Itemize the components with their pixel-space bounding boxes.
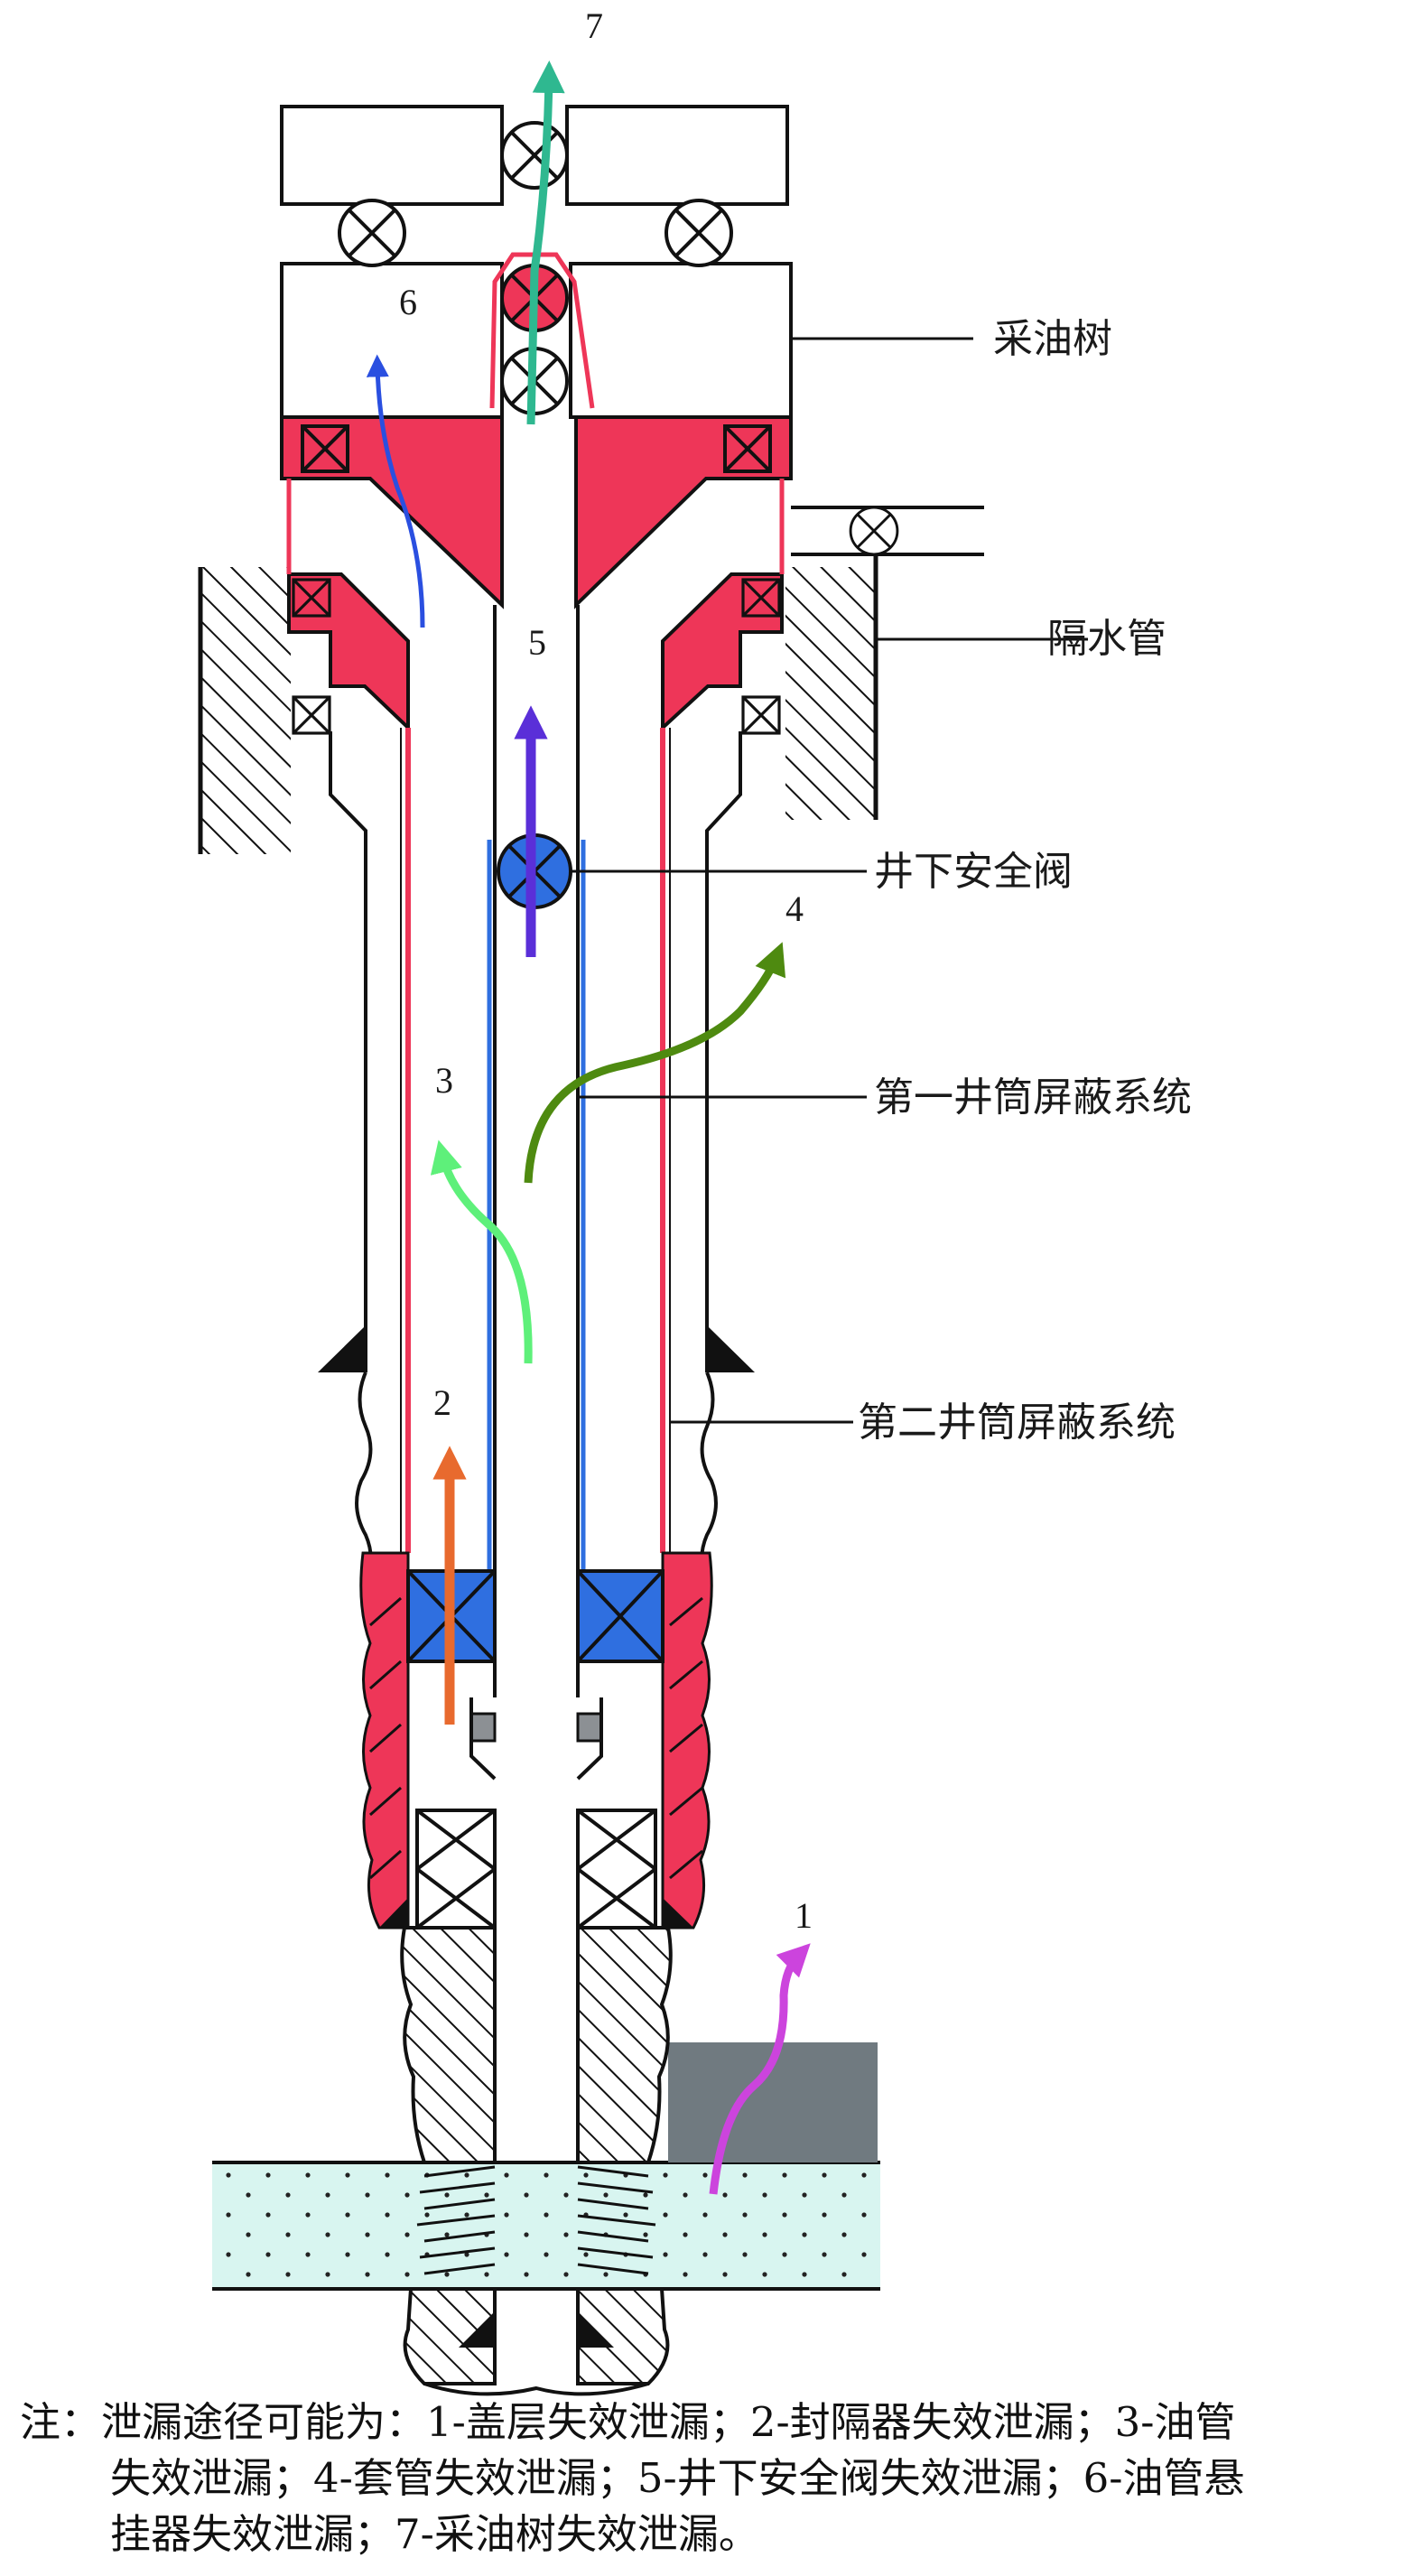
tubing-hanger (280, 415, 793, 609)
note-line-3: 挂器失效泄漏；7-采油树失效泄漏。 (110, 2510, 759, 2558)
leak-path-6-arrow (366, 354, 425, 628)
leak-path-2-number: 2 (433, 1382, 451, 1423)
leak-path-4-number: 4 (785, 888, 804, 929)
label-riser: 隔水管 (1047, 616, 1166, 662)
leak-path-3-number: 3 (435, 1060, 453, 1101)
leak-path-1-number: 1 (795, 1895, 813, 1936)
riser-wall (198, 542, 878, 854)
leak-path-7-number: 7 (585, 5, 603, 46)
leak-path-5-number: 5 (528, 622, 546, 663)
tubing-string (487, 605, 586, 1697)
landing-nipple (469, 1697, 603, 1781)
label-second-barrier: 第二井筒屏蔽系统 (858, 1400, 1176, 1446)
note-line-1: 注：泄漏途径可能为：1-盖层失效泄漏；2-封隔器失效泄漏；3-油管 (20, 2398, 1236, 2446)
leak-path-1-arrow (709, 1943, 811, 2195)
leak-path-4-arrow (524, 942, 786, 1184)
label-first-barrier: 第一井筒屏蔽系统 (874, 1074, 1192, 1121)
liner-hatched (400, 1926, 673, 2164)
well-bottom (403, 2287, 670, 2396)
note-line-2: 失效泄漏；4-套管失效泄漏；5-井下安全阀失效泄漏；6-油管悬 (110, 2454, 1245, 2502)
perforations (416, 2165, 656, 2275)
label-christmas-tree: 采油树 (993, 316, 1112, 362)
leak-path-3-arrow (430, 1139, 533, 1364)
figure-note: 注：泄漏途径可能为：1-盖层失效泄漏；2-封隔器失效泄漏；3-油管 失效泄漏；4… (20, 2395, 1410, 2562)
casing-head (286, 479, 785, 1372)
christmas-tree (280, 105, 793, 419)
production-casing (400, 728, 671, 1553)
leak-path-6-number: 6 (399, 282, 417, 322)
safety-valve (497, 833, 867, 909)
casing-shoes (318, 1325, 755, 1372)
riser-flange (791, 506, 1088, 641)
label-safety-valve: 井下安全阀 (874, 849, 1073, 895)
formation-layer (212, 2161, 880, 2291)
lower-seals (415, 1809, 657, 1930)
leak-path-7-arrow (526, 60, 565, 425)
cement-sheath (359, 1551, 713, 1930)
